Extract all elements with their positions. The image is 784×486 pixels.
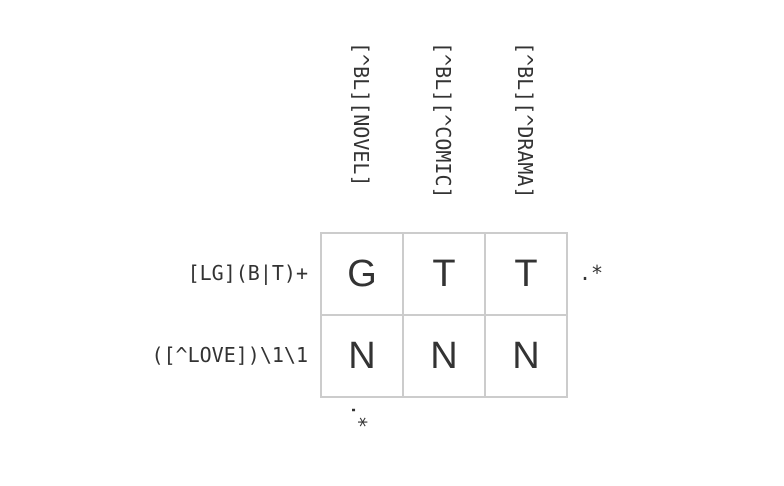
column-clue-1: [^BL][NOVEL]: [320, 42, 402, 222]
puzzle-grid: G T T N N N: [320, 232, 568, 398]
column-clue-2: [^BL][^COMIC]: [402, 42, 484, 222]
grid-cell-r2c2[interactable]: N: [404, 316, 486, 398]
column-clue-3: [^BL][^DRAMA]: [484, 42, 566, 222]
grid-cell-r2c1[interactable]: N: [322, 316, 404, 398]
column-clue-2-text: [^BL][^COMIC]: [431, 42, 455, 199]
column-clue-3-text: [^BL][^DRAMA]: [513, 42, 537, 199]
grid-cell-r1c3[interactable]: T: [486, 234, 568, 316]
grid-cell-r2c3[interactable]: N: [486, 316, 568, 398]
column-clue-1-text: [^BL][NOVEL]: [349, 42, 373, 187]
column-clue-bottom-1: .*: [320, 398, 402, 458]
row-clue-2: ([^LOVE])\1\1: [151, 343, 308, 367]
row-clue-right-1: .*: [579, 261, 604, 285]
row-clue-1: [LG](B|T)+: [187, 261, 308, 285]
grid-cell-r1c2[interactable]: T: [404, 234, 486, 316]
grid-cell-r1c1[interactable]: G: [322, 234, 404, 316]
column-clue-bottom-1-text: .*: [347, 404, 371, 429]
